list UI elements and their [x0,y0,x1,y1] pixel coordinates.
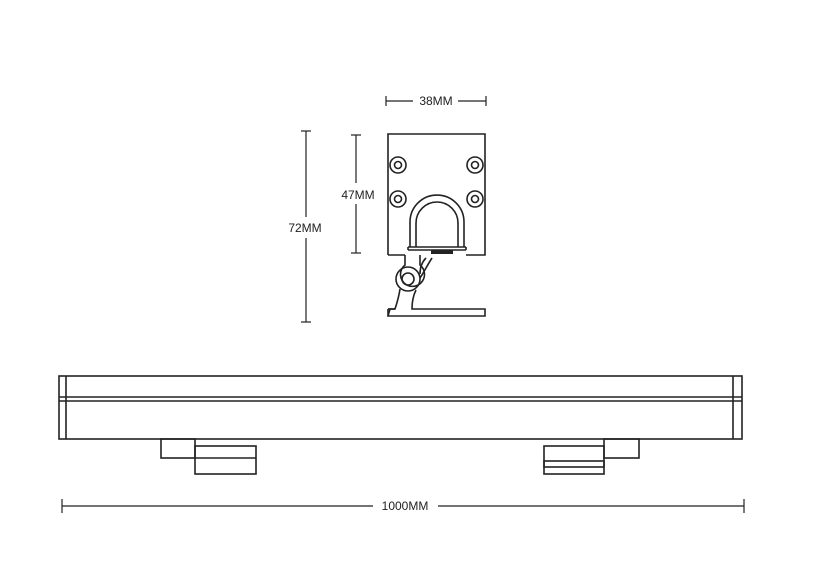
inner-height-dimension-label: 47MM [341,188,374,202]
hinge-joint [395,255,433,292]
length-dimension-label: 1000MM [382,499,429,513]
screw-top-left [389,156,407,174]
screw-top-right [466,156,484,174]
inner-height-dimension: 47MM [341,134,375,254]
left-bracket [160,438,257,475]
right-bracket [543,438,640,475]
total-height-dimension-label: 72MM [288,221,321,235]
length-dimension: 1000MM [61,499,745,513]
total-height-dimension: 72MM [288,130,322,323]
mounting-bracket [386,288,486,317]
profile-side-view [386,133,486,317]
screw-bottom-left [389,190,407,208]
lens-dome [407,194,467,254]
width-dimension: 38MM [385,94,487,108]
screw-bottom-right [466,190,484,208]
fixture-front-view [58,375,743,440]
width-dimension-label: 38MM [419,94,452,108]
